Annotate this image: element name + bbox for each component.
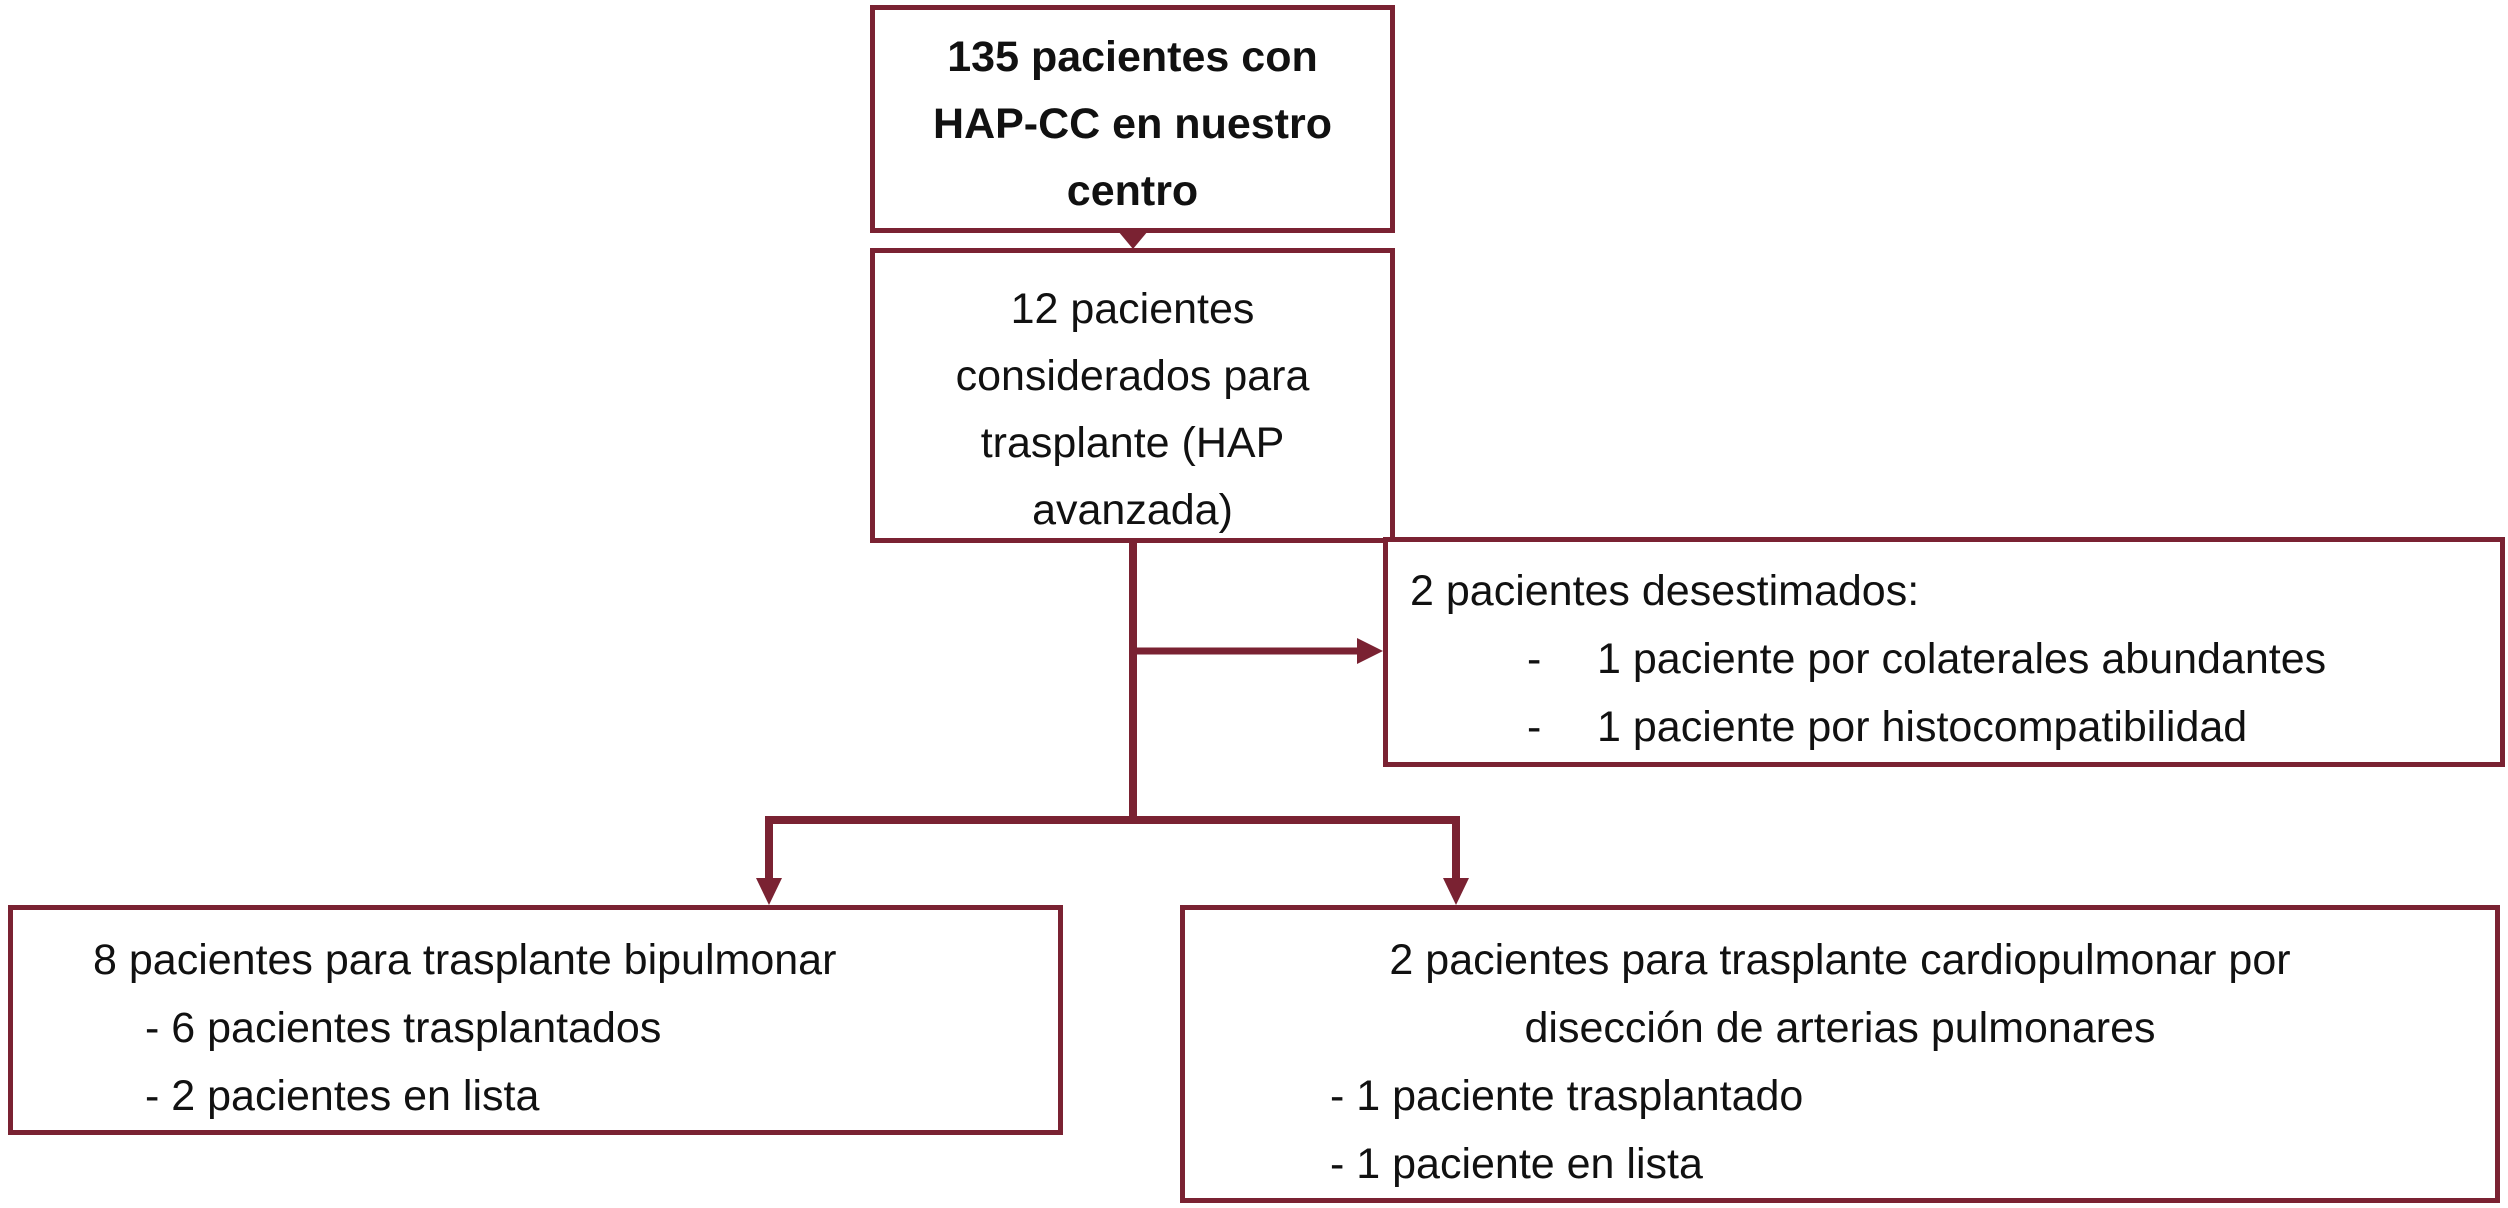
total-patients-line-2: HAP-CC en nuestro (933, 100, 1332, 148)
rejected-item-dash: - (1527, 703, 1542, 751)
considered-line-2: considerados para (955, 352, 1310, 400)
rejected-patients-box: 2 pacientes desestimados: - 1 paciente po… (1383, 537, 2505, 767)
rejected-item-text: 1 paciente por colaterales abundantes (1597, 635, 2327, 683)
rejected-item-histocompatibility: - 1 paciente por histocompatibilidad (1388, 693, 2500, 761)
rejected-item-text: 1 paciente por histocompatibilidad (1597, 703, 2248, 751)
cardiopulmonar-item-waitlist: - 1 paciente en lista (1330, 1140, 1703, 1188)
cardiopulmonar-item-transplanted: - 1 paciente trasplantado (1330, 1072, 1804, 1120)
cardiopulmonar-heading-line-2: disección de arterias pulmonares (1524, 1004, 2156, 1052)
bipulmonar-item-waitlist: - 2 pacientes en lista (145, 1072, 540, 1120)
cardiopulmonar-transplant-box: 2 pacientes para trasplante cardiopulmon… (1180, 905, 2500, 1203)
cardiopulmonar-heading-line-1: 2 pacientes para trasplante cardiopulmon… (1389, 936, 2291, 984)
rejected-heading: 2 pacientes desestimados: (1410, 567, 1920, 615)
arrow-to-rejected (1357, 638, 1383, 664)
total-patients-box: 135 pacientes con HAP-CC en nuestro cent… (870, 5, 1395, 233)
total-patients-line-3: centro (1066, 167, 1199, 215)
bipulmonar-heading: 8 pacientes para trasplante bipulmonar (93, 936, 837, 984)
arrow-to-bipulmonar (756, 878, 782, 905)
considered-line-4: avanzada) (1032, 486, 1233, 534)
bipulmonar-transplant-box: 8 pacientes para trasplante bipulmonar -… (8, 905, 1063, 1135)
rejected-item-collaterals: - 1 paciente por colaterales abundantes (1388, 625, 2500, 693)
bipulmonar-item-transplanted: - 6 pacientes trasplantados (145, 1004, 662, 1052)
arrow-to-cardiopulmonar (1443, 878, 1469, 905)
considered-line-3: trasplante (HAP (980, 419, 1285, 467)
arrow-top-to-considered (1118, 231, 1148, 249)
total-patients-line-1: 135 pacientes con (947, 33, 1318, 81)
considered-patients-box: 12 pacientes considerados para trasplant… (870, 248, 1395, 543)
considered-line-1: 12 pacientes (1010, 285, 1255, 333)
rejected-item-dash: - (1527, 635, 1542, 683)
